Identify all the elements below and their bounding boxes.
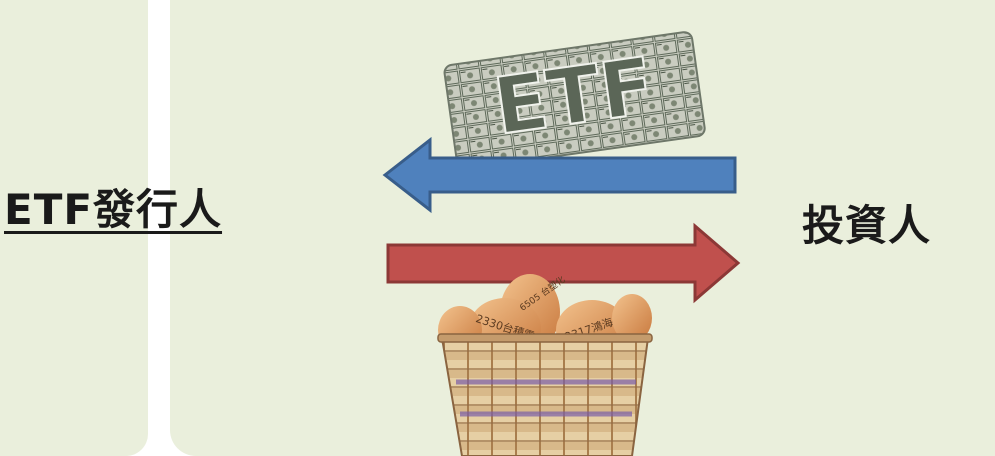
issuer-label: ETF發行人 <box>4 185 223 234</box>
basket-body <box>440 337 650 456</box>
etf-logo-text: ETF <box>489 41 660 152</box>
egg <box>612 294 652 342</box>
etf-money-logo: ETF <box>443 31 706 170</box>
arrow-to-issuer <box>382 136 737 214</box>
arrow-to-investor <box>386 222 741 304</box>
basket-rim <box>437 333 653 343</box>
egg-basket: 6505 台塑化 2330台積電 2317鴻海 <box>437 273 653 456</box>
investor-label: 投資人 <box>802 201 932 250</box>
left-panel <box>0 0 148 456</box>
